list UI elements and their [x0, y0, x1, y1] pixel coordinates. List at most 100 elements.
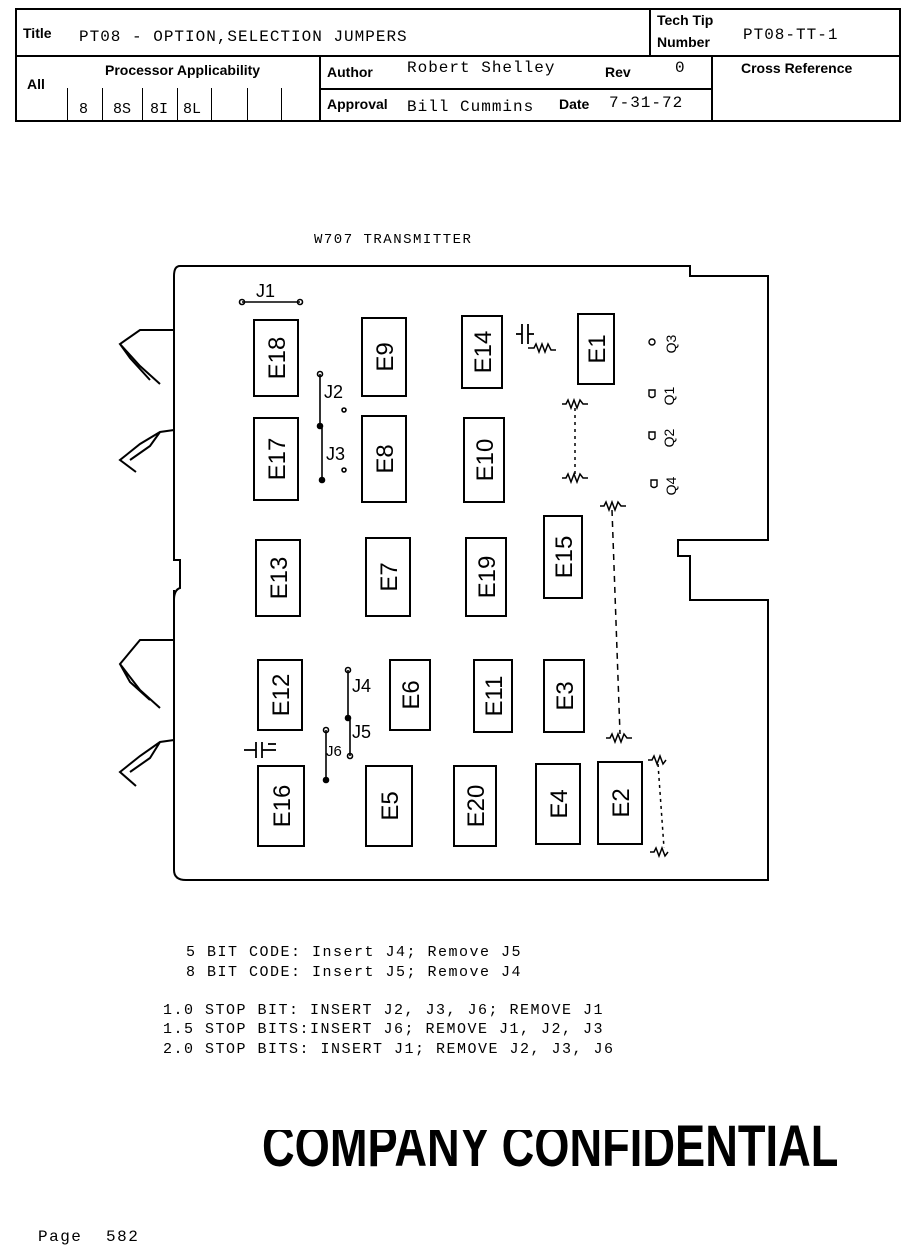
svg-text:E20: E20: [463, 785, 490, 828]
chip-e1: E1: [577, 313, 615, 385]
svg-text:E9: E9: [372, 342, 399, 371]
note-8-bit: 8 BIT CODE: Insert J5; Remove J4: [186, 964, 523, 981]
chip-e3: E3: [543, 659, 585, 733]
svg-text:J6: J6: [326, 743, 342, 760]
resistor-1-icon: [528, 341, 556, 355]
capacitor-top-icon: [516, 324, 534, 344]
chip-e20: E20: [453, 765, 497, 847]
processor-label: Processor Applicability: [105, 62, 261, 78]
tech-tip-label: Tech Tip: [657, 12, 714, 28]
diagram-title: W707 TRANSMITTER: [314, 232, 473, 248]
svg-text:E7: E7: [376, 562, 403, 591]
title-value: PT08 - OPTION,SELECTION JUMPERS: [79, 28, 408, 46]
resistor-5-icon: [606, 731, 632, 745]
chip-e17: E17: [253, 417, 299, 501]
transistor-q3: Q3: [648, 334, 679, 353]
svg-text:J4: J4: [352, 676, 371, 696]
chip-e18: E18: [253, 319, 299, 397]
date-label: Date: [559, 96, 590, 112]
cross-ref-label: Cross Reference: [741, 60, 853, 76]
jumper-j4: J4: [344, 666, 371, 722]
svg-text:J1: J1: [256, 281, 275, 301]
svg-text:E3: E3: [552, 681, 579, 710]
svg-text:E15: E15: [551, 536, 578, 579]
resistor-7-icon: [650, 845, 669, 859]
svg-text:E8: E8: [372, 444, 399, 473]
chip-e15: E15: [543, 515, 583, 599]
chip-e11: E11: [473, 659, 513, 733]
svg-text:E4: E4: [546, 789, 573, 818]
transistor-q2: Q2: [648, 428, 677, 447]
chip-e10: E10: [463, 417, 505, 503]
svg-text:Q2: Q2: [661, 428, 677, 447]
svg-text:J5: J5: [352, 722, 371, 742]
chip-e9: E9: [361, 317, 407, 397]
svg-text:E18: E18: [264, 337, 291, 380]
processor-8i: 8I: [150, 101, 169, 118]
chip-e8: E8: [361, 415, 407, 503]
chip-e7: E7: [365, 537, 411, 617]
resistor-4-icon: [600, 499, 626, 513]
capacitor-bottom-icon: [244, 742, 276, 758]
rev-value: 0: [675, 59, 686, 77]
chip-e14: E14: [461, 315, 503, 389]
tech-tip-value: PT08-TT-1: [743, 26, 839, 44]
jumper-j1: J1: [238, 281, 304, 306]
svg-text:E6: E6: [398, 680, 425, 709]
rev-label: Rev: [605, 64, 631, 80]
svg-text:E14: E14: [470, 331, 497, 374]
svg-text:E2: E2: [608, 788, 635, 817]
processor-8l: 8L: [183, 101, 202, 118]
chip-e5: E5: [365, 765, 413, 847]
author-label: Author: [327, 64, 373, 80]
note-1-0-stop: 1.0 STOP BIT: INSERT J2, J3, J6; REMOVE …: [163, 1002, 605, 1019]
chip-e12: E12: [257, 659, 303, 731]
chip-e6: E6: [389, 659, 431, 731]
chip-e19: E19: [465, 537, 507, 617]
svg-text:Q4: Q4: [663, 476, 679, 495]
jumper-j6: J6: [322, 726, 342, 784]
processor-8: 8: [79, 101, 89, 118]
header-table: Title PT08 - OPTION,SELECTION JUMPERS Te…: [15, 8, 901, 122]
svg-text:E11: E11: [481, 676, 508, 717]
svg-text:E19: E19: [474, 556, 501, 599]
edge-connector-lower: [118, 590, 175, 870]
transistor-q1: Q1: [648, 386, 677, 405]
svg-text:E13: E13: [266, 557, 293, 600]
page-label: Page: [38, 1228, 83, 1246]
svg-text:E12: E12: [268, 674, 295, 717]
resistor-2-icon: [562, 397, 588, 411]
chip-e16: E16: [257, 765, 305, 847]
svg-text:Q3: Q3: [663, 334, 679, 353]
svg-text:E1: E1: [584, 334, 611, 363]
chip-e13: E13: [255, 539, 301, 617]
chip-e4: E4: [535, 763, 581, 845]
note-1-5-stop: 1.5 STOP BITS:INSERT J6; REMOVE J1, J2, …: [163, 1021, 605, 1038]
author-value: Robert Shelley: [407, 59, 556, 77]
page-number: 582: [106, 1228, 140, 1246]
svg-text:J3: J3: [326, 444, 345, 464]
note-2-0-stop: 2.0 STOP BITS: INSERT J1; REMOVE J2, J3,…: [163, 1041, 615, 1058]
svg-text:J2: J2: [324, 382, 343, 402]
chip-e2: E2: [597, 761, 643, 845]
svg-text:E10: E10: [472, 439, 499, 482]
resistor-3-icon: [562, 471, 588, 485]
svg-text:Q1: Q1: [661, 386, 677, 405]
title-label: Title: [23, 25, 52, 41]
processor-8s: 8S: [113, 101, 132, 118]
jumper-j2: J2: [316, 370, 347, 430]
svg-text:E16: E16: [269, 785, 296, 828]
jumper-j5: J5: [346, 720, 371, 760]
jumper-j3: J3: [318, 428, 347, 484]
edge-connector-upper: [118, 290, 175, 560]
note-5-bit: 5 BIT CODE: Insert J4; Remove J5: [186, 944, 523, 961]
svg-text:E17: E17: [264, 438, 291, 481]
approval-label: Approval: [327, 96, 388, 112]
date-value: 7-31-72: [609, 94, 684, 112]
approval-value: Bill Cummins: [407, 98, 535, 116]
transistor-q4: Q4: [650, 476, 679, 495]
all-label: All: [27, 76, 45, 92]
resistor-6-icon: [648, 753, 667, 767]
number-label: Number: [657, 34, 710, 50]
